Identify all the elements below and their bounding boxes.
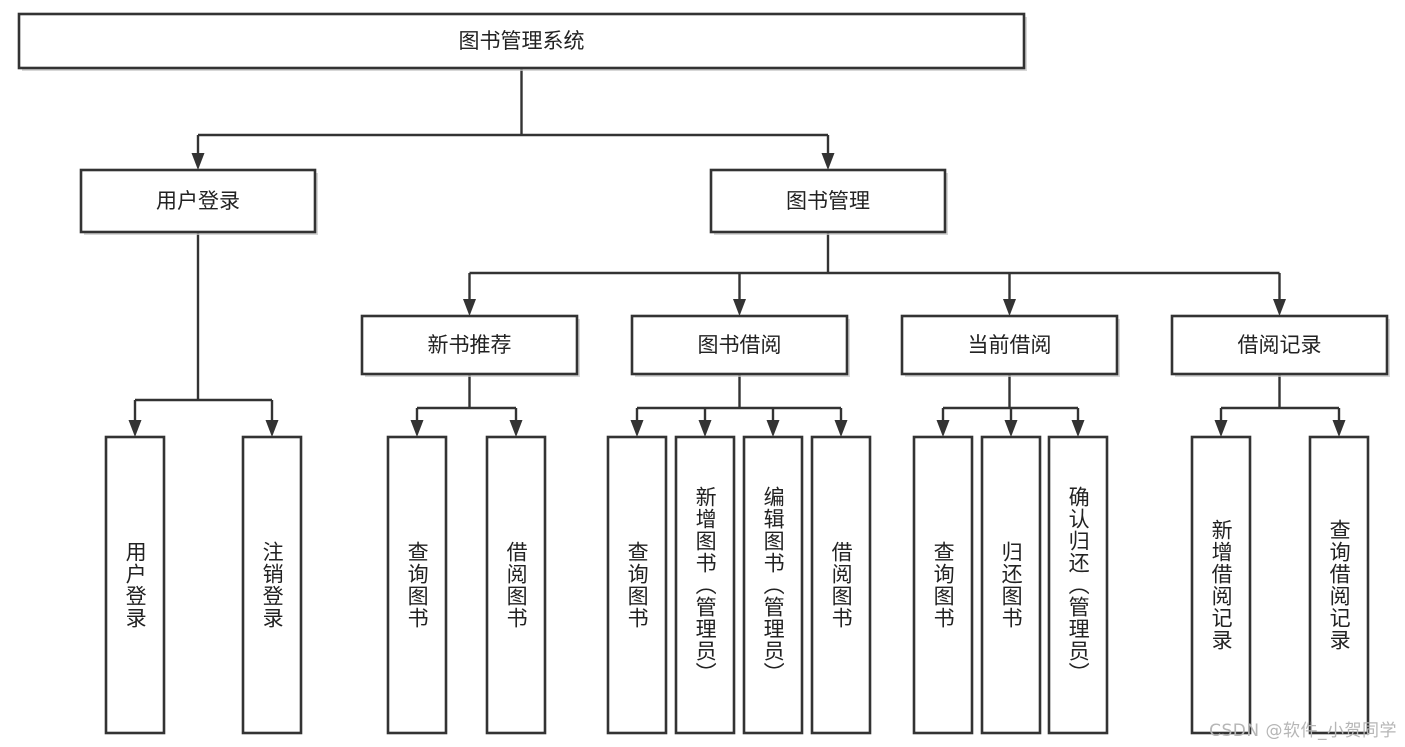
node-label-records: 借阅记录 [1238, 333, 1322, 357]
edge-group-records [1214, 374, 1346, 437]
node-box-root[interactable] [17, 12, 1026, 70]
node-box-newbook[interactable] [360, 314, 579, 376]
node-box-records[interactable] [1170, 314, 1389, 376]
edge-group-bookmgmt [463, 232, 1286, 316]
edge-arrowhead [1273, 299, 1286, 316]
edge-arrowhead [509, 420, 523, 437]
edge-arrowhead [128, 420, 142, 437]
node-box-leaf10[interactable] [980, 435, 1042, 735]
edge-arrowhead [1004, 420, 1018, 437]
edge-arrowhead [821, 153, 835, 170]
edge-arrowhead [191, 153, 205, 170]
node-box-leaf8[interactable] [810, 435, 872, 735]
node-box-login[interactable] [79, 168, 317, 234]
nodes-layer [17, 12, 1390, 735]
node-box-leaf4[interactable] [485, 435, 547, 735]
edge-group-borrow [630, 374, 848, 437]
edge-group-newbook [410, 374, 523, 437]
node-box-borrow[interactable] [630, 314, 849, 376]
node-label-root: 图书管理系统 [459, 29, 585, 53]
node-box-leaf3[interactable] [386, 435, 448, 735]
node-box-leaf7[interactable] [742, 435, 804, 735]
edge-group-login [128, 232, 279, 437]
edge-arrowhead [1332, 420, 1346, 437]
edge-arrowhead [936, 420, 950, 437]
node-label-current: 当前借阅 [968, 333, 1052, 357]
node-box-leaf5[interactable] [606, 435, 668, 735]
node-box-leaf9[interactable] [912, 435, 974, 735]
edge-arrowhead [834, 420, 848, 437]
node-box-bookmgmt[interactable] [709, 168, 947, 234]
watermark-text: CSDN @软件_小贺同学 [1209, 721, 1397, 741]
edge-arrowhead [410, 420, 424, 437]
node-box-current[interactable] [900, 314, 1119, 376]
node-label-login: 用户登录 [156, 189, 240, 213]
edge-arrowhead [1071, 420, 1085, 437]
edge-arrowhead [698, 420, 712, 437]
node-label-newbook: 新书推荐 [428, 333, 512, 357]
node-box-leaf13[interactable] [1308, 435, 1370, 735]
edge-group-current [936, 374, 1085, 437]
edge-arrowhead [766, 420, 780, 437]
node-label-borrow: 图书借阅 [698, 333, 782, 357]
node-box-leaf12[interactable] [1190, 435, 1252, 735]
node-box-leaf6[interactable] [674, 435, 736, 735]
edge-arrowhead [265, 420, 279, 437]
edge-arrowhead [1214, 420, 1228, 437]
node-box-leaf1[interactable] [104, 435, 166, 735]
edge-arrowhead [733, 299, 746, 316]
edge-group-root [191, 68, 835, 170]
edges-layer [128, 68, 1346, 437]
node-box-leaf2[interactable] [241, 435, 303, 735]
node-label-bookmgmt: 图书管理 [786, 189, 870, 213]
edge-arrowhead [630, 420, 644, 437]
node-box-leaf11[interactable] [1047, 435, 1109, 735]
edge-arrowhead [463, 299, 476, 316]
edge-arrowhead [1003, 299, 1016, 316]
